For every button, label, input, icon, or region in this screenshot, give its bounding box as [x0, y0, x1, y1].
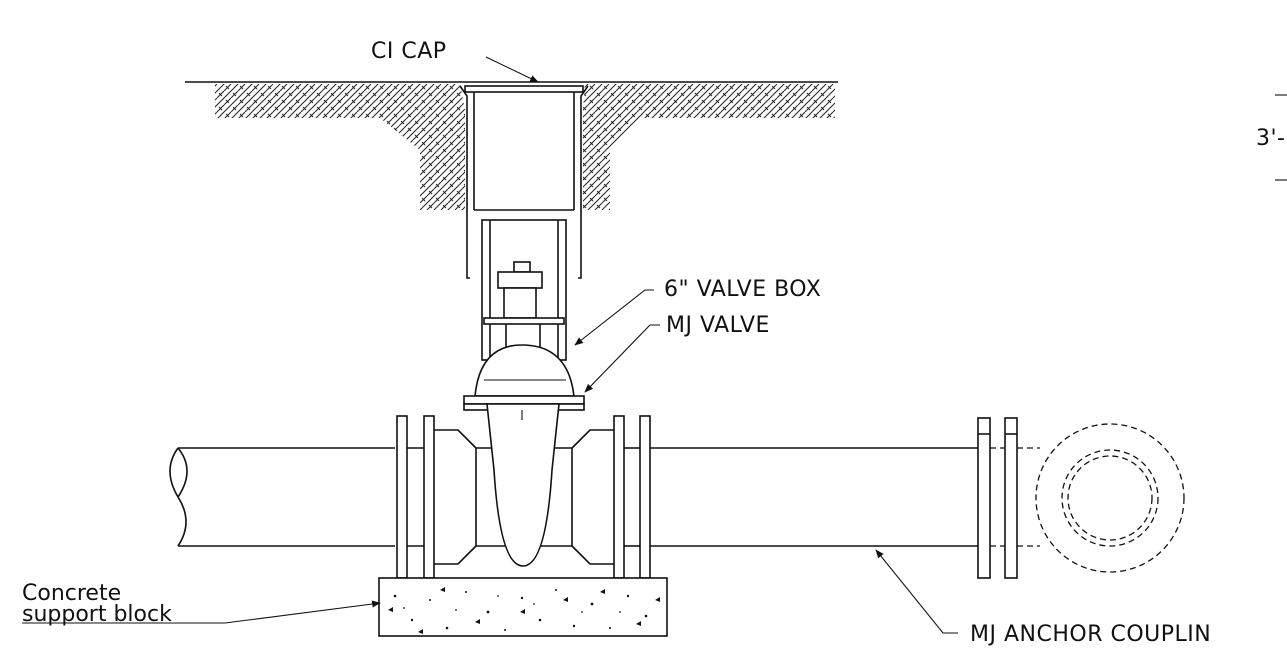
valve-box-left-outer [459, 85, 470, 279]
valve-gate-wedge [486, 403, 560, 567]
cast-iron-cap [464, 85, 584, 93]
valve-body-right [571, 429, 614, 565]
coupling-end-view-inner [1067, 455, 1153, 541]
operating-nut [513, 261, 531, 273]
soil-hatch-left [215, 84, 465, 210]
coupling-end-view-outer [1035, 423, 1185, 573]
mj-valve-label: MJ VALVE [666, 313, 770, 338]
coupling-flange-2 [1004, 417, 1018, 579]
valve-body-left [434, 429, 477, 565]
left-flange-inner [423, 415, 435, 579]
nut-flange [497, 271, 543, 289]
left-flange-outer [396, 415, 408, 579]
valve-box-label: 6" VALVE BOX [664, 277, 821, 302]
soil-hatch-right [583, 84, 835, 210]
stem-plate [483, 317, 565, 325]
anchor-coupling-label: MJ ANCHOR COUPLIN [970, 622, 1211, 647]
valve-box-right-outer [578, 85, 589, 279]
ci-cap-leader [485, 56, 539, 83]
right-flange-outer [639, 415, 651, 579]
ci-cap-label: CI CAP [371, 39, 447, 64]
valve-stem-housing [503, 287, 537, 319]
concrete-label-line2: support block [22, 602, 172, 627]
anchor-coupling-leader [875, 549, 958, 634]
valve-bonnet [474, 344, 575, 397]
right-flange-inner [613, 415, 625, 579]
valve-box-leader [574, 289, 654, 346]
valve-flange-plate [463, 395, 585, 405]
concrete-support-block [378, 577, 668, 637]
coupling-end-view-middle [1061, 449, 1159, 547]
mj-valve-leader [584, 324, 660, 393]
coupling-flange-1 [977, 417, 991, 579]
concrete-aggregate [388, 587, 660, 634]
concrete-label-line1: Concrete [22, 581, 121, 606]
concrete-leader [22, 600, 381, 624]
dimension-label: 3'- [1256, 126, 1285, 151]
